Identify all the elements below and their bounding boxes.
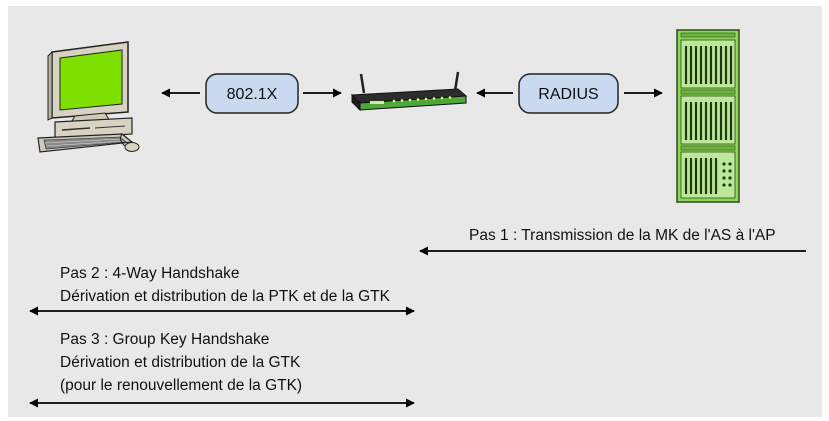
step3-detail2: (pour le renouvellement de la GTK) <box>60 377 302 394</box>
step2-detail: Dérivation et distribution de la PTK et … <box>60 288 391 305</box>
access-point-icon <box>350 71 468 112</box>
step2-title: Pas 2 : 4-Way Handshake <box>60 265 239 282</box>
step1-label: Pas 1 : Transmission de la MK de l'AS à … <box>469 227 776 244</box>
pill-radius: RADIUS <box>518 73 619 114</box>
computer-icon <box>37 41 140 153</box>
server-rack-icon <box>676 29 740 203</box>
step3-detail1: Dérivation et distribution de la GTK <box>60 354 301 371</box>
pill-radius-label: RADIUS <box>538 86 598 103</box>
step3-title: Pas 3 : Group Key Handshake <box>60 331 269 348</box>
pill-802-1x-label: 802.1X <box>227 86 278 103</box>
pill-802-1x: 802.1X <box>205 73 299 114</box>
